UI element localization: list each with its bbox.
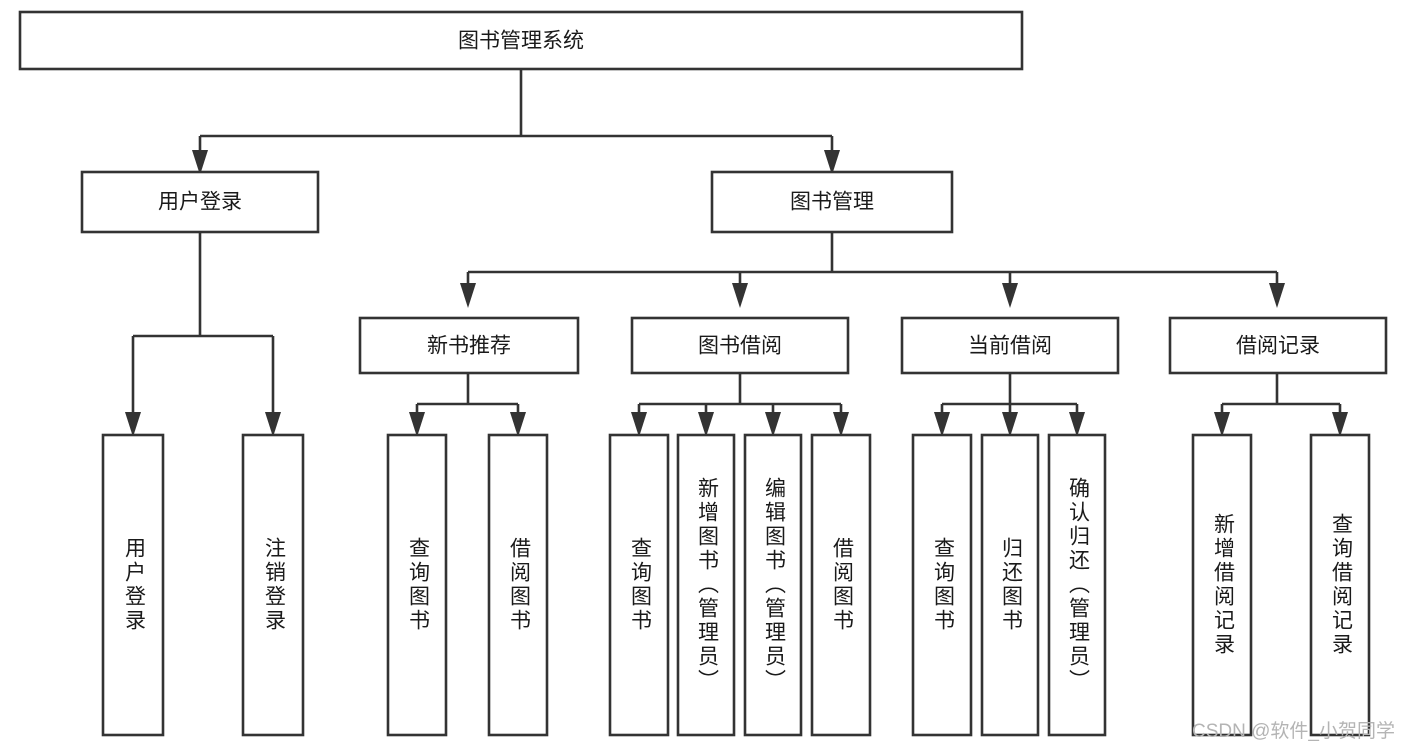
node-book-manage-label: 图书管理 [790, 191, 874, 214]
arrow-to-book-borrow [732, 283, 748, 308]
connector-user-login-trunk [131, 232, 275, 425]
node-leaf-11-label: 确认归还（管理员） [1066, 477, 1090, 693]
node-leaf-5-label: 查询图书 [628, 537, 652, 633]
connector-root-trunk [198, 69, 834, 162]
arrow-to-leaf-3 [409, 412, 425, 437]
connector-new-book-rec-trunk [415, 373, 520, 422]
arrow-to-leaf-7 [765, 412, 781, 437]
arrow-to-leaf-4 [510, 412, 526, 437]
node-book-manage[interactable]: 图书管理 [710, 170, 954, 234]
node-current-borrow-box[interactable] [900, 316, 1120, 375]
arrow-to-leaf-2 [265, 412, 281, 437]
node-leaf-7[interactable]: 编辑图书（管理员） [743, 433, 803, 737]
node-borrow-record-box[interactable] [1168, 316, 1388, 375]
node-leaf-12[interactable]: 新增借阅记录 [1191, 433, 1253, 737]
arrow-to-leaf-12 [1214, 412, 1230, 437]
arrow-to-book-manage [824, 150, 840, 175]
arrow-to-leaf-11 [1069, 412, 1085, 437]
arrow-to-leaf-10 [1002, 412, 1018, 437]
arrow-to-new-book-rec [460, 283, 476, 308]
node-leaf-13-box[interactable] [1309, 433, 1371, 737]
node-leaf-5-box[interactable] [608, 433, 670, 737]
node-new-book-rec[interactable]: 新书推荐 [358, 316, 580, 375]
connector-borrow-record-trunk [1220, 373, 1342, 422]
node-leaf-8[interactable]: 借阅图书 [810, 433, 872, 737]
node-borrow-record-label: 借阅记录 [1236, 335, 1320, 358]
node-current-borrow-label: 当前借阅 [968, 335, 1052, 358]
connector-layer [125, 69, 1348, 437]
node-book-borrow-box[interactable] [630, 316, 850, 375]
connector-book-borrow-trunk [637, 373, 843, 422]
node-leaf-10-box[interactable] [980, 433, 1040, 737]
node-leaf-3[interactable]: 查询图书 [386, 433, 448, 737]
node-new-book-rec-label: 新书推荐 [427, 335, 511, 358]
node-current-borrow[interactable]: 当前借阅 [900, 316, 1120, 375]
node-leaf-12-box[interactable] [1191, 433, 1253, 737]
node-root-box[interactable] [18, 10, 1024, 71]
node-leaf-1[interactable]: 用户登录 [101, 433, 165, 737]
node-leaf-6[interactable]: 新增图书（管理员） [676, 433, 736, 737]
node-leaf-4-label: 借阅图书 [507, 537, 531, 633]
arrow-to-leaf-6 [698, 412, 714, 437]
node-leaf-9-label: 查询图书 [931, 537, 955, 633]
node-leaf-6-label: 新增图书（管理员） [695, 477, 719, 693]
node-leaf-2[interactable]: 注销登录 [241, 433, 305, 737]
node-user-login-box[interactable] [80, 170, 320, 234]
node-root[interactable]: 图书管理系统 [18, 10, 1024, 71]
node-leaf-12-label: 新增借阅记录 [1211, 513, 1235, 657]
node-book-manage-box[interactable] [710, 170, 954, 234]
arrow-to-borrow-record [1269, 283, 1285, 308]
node-leaf-2-box[interactable] [241, 433, 305, 737]
node-leaf-13[interactable]: 查询借阅记录 [1309, 433, 1371, 737]
node-new-book-rec-box[interactable] [358, 316, 580, 375]
arrow-to-user-login [192, 150, 208, 175]
arrow-to-current-borrow [1002, 283, 1018, 308]
node-leaf-10[interactable]: 归还图书 [980, 433, 1040, 737]
arrow-to-leaf-13 [1332, 412, 1348, 437]
node-leaf-10-label: 归还图书 [999, 537, 1023, 633]
node-leaf-4[interactable]: 借阅图书 [487, 433, 549, 737]
arrow-to-leaf-1 [125, 412, 141, 437]
node-leaf-2-label: 注销登录 [262, 537, 286, 633]
node-leaf-3-box[interactable] [386, 433, 448, 737]
arrow-to-leaf-9 [934, 412, 950, 437]
node-leaf-8-label: 借阅图书 [830, 537, 854, 633]
node-leaf-7-box[interactable] [743, 433, 803, 737]
node-leaf-9-box[interactable] [911, 433, 973, 737]
node-leaf-11-box[interactable] [1047, 433, 1107, 737]
node-book-borrow-label: 图书借阅 [698, 335, 782, 358]
node-root-label: 图书管理系统 [458, 30, 584, 53]
node-leaf-6-box[interactable] [676, 433, 736, 737]
node-leaf-3-label: 查询图书 [406, 537, 430, 633]
node-book-borrow[interactable]: 图书借阅 [630, 316, 850, 375]
node-leaf-13-label: 查询借阅记录 [1329, 513, 1353, 657]
node-leaf-8-box[interactable] [810, 433, 872, 737]
node-leaf-1-label: 用户登录 [122, 537, 146, 633]
arrow-to-leaf-8 [833, 412, 849, 437]
node-leaf-7-label: 编辑图书（管理员） [762, 477, 786, 693]
node-leaf-9[interactable]: 查询图书 [911, 433, 973, 737]
node-leaf-4-box[interactable] [487, 433, 549, 737]
node-leaf-5[interactable]: 查询图书 [608, 433, 670, 737]
arrow-to-leaf-5 [631, 412, 647, 437]
connector-book-manage-trunk [466, 232, 1279, 290]
node-leaf-11[interactable]: 确认归还（管理员） [1047, 433, 1107, 737]
node-user-login[interactable]: 用户登录 [80, 170, 320, 234]
node-user-login-label: 用户登录 [158, 191, 242, 214]
node-borrow-record[interactable]: 借阅记录 [1168, 316, 1388, 375]
node-leaf-1-box[interactable] [101, 433, 165, 737]
